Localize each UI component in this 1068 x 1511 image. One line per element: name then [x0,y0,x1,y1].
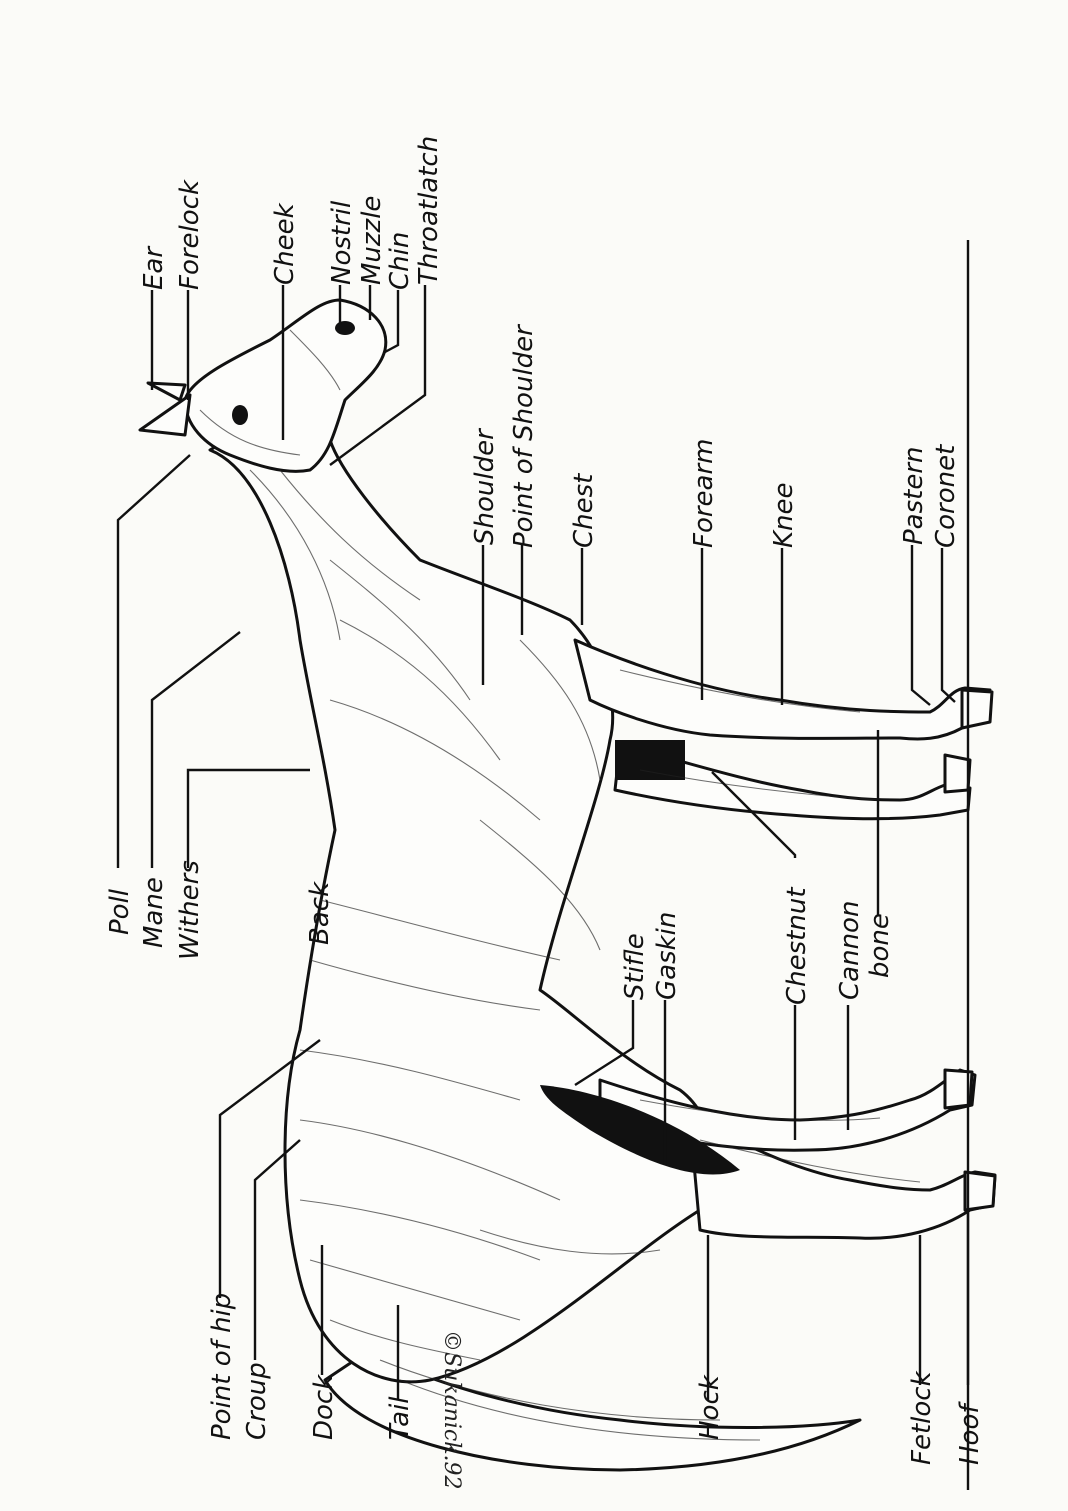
horse-hoof-front-near [962,690,992,728]
label-throatlatch: Throatlatch [414,136,444,285]
label-hoof: Hoof [955,1401,985,1465]
label-cannon-bone: bone [865,913,895,978]
label-tail: Tail [385,1396,415,1440]
horse-ear-2 [148,383,185,400]
artist-signature: ©Sukanick.92 [439,1330,464,1490]
label-forelock: Forelock [175,179,205,290]
label-cannon: Cannon [835,901,865,1000]
leader-withers [188,770,310,868]
horse-body [210,426,713,1382]
label-back: Back [305,881,335,945]
leader-coronet [942,548,955,702]
label-poll: Poll [105,888,135,935]
label-chin: Chin [385,232,415,290]
leader-pastern [912,545,930,705]
label-chest: Chest [569,473,599,548]
label-muzzle: Muzzle [357,196,387,285]
label-gaskin: Gaskin [652,912,682,1000]
label-ear: Ear [139,245,169,290]
label-hock: Hock [695,1374,725,1440]
label-coronet: Coronet [931,444,961,548]
leader-poll [118,455,190,868]
label-dock: Dock [309,1374,339,1440]
label-mane: Mane [139,877,169,948]
label-point-of-shoulder: Point of Shoulder [509,323,539,548]
horse-eye [232,405,248,425]
horse-chest-shadow [615,740,685,780]
leader-mane [152,632,240,868]
label-croup: Croup [242,1362,272,1440]
label-shoulder: Shoulder [470,427,500,545]
horse-hoof-front-far [945,755,970,792]
label-point-of-hip: Point of hip [207,1293,237,1440]
horse-hoof-hind-near [965,1172,995,1210]
label-cheek: Cheek [270,202,300,285]
label-fetlock: Fetlock [907,1370,937,1465]
horse-illustration [140,300,995,1470]
label-knee: Knee [769,482,799,548]
horse-ear-1 [140,395,190,435]
label-nostril: Nostril [327,200,357,285]
label-pastern: Pastern [899,446,929,545]
label-stifle: Stifle [620,933,650,1000]
label-forearm: Forearm [689,439,719,549]
label-withers: Withers [175,860,205,960]
horse-nostril [335,321,355,335]
label-chestnut: Chestnut [782,887,812,1005]
